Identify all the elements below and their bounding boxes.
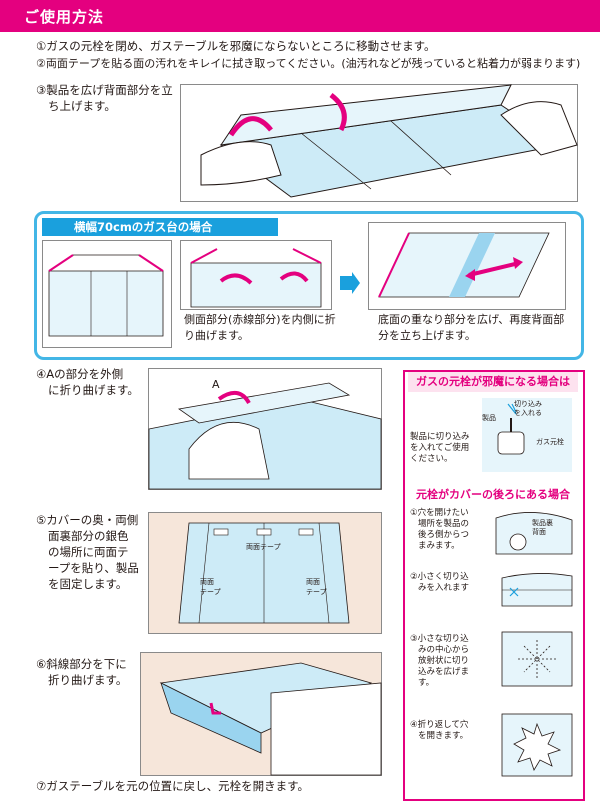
- side-note-1-line-1: 製品に切り込み: [410, 432, 470, 442]
- step-3-illustration: [180, 84, 578, 202]
- tip-4-drawing: [501, 713, 573, 777]
- step-5-text-2: 面裏部分の銀色: [48, 529, 129, 543]
- label-a: A: [212, 378, 220, 391]
- tip-1-line-2: 場所を製品の: [418, 519, 470, 529]
- blue-panel-3-drawing: [378, 232, 550, 298]
- blue-caption-1-line-1: 側面部分(赤線部分)を内側に折: [184, 313, 336, 326]
- blue-panel-2: [180, 240, 332, 310]
- step-4-text-1: ④Aの部分を外側: [36, 367, 124, 381]
- blue-panel-1-drawing: [48, 254, 164, 337]
- step-2-text: ②両面テープを貼る面の汚れをキレイに拭き取ってください。(油汚れなどが残っている…: [36, 57, 581, 70]
- tip-1-line-3: 後ろ側からつ: [418, 530, 470, 540]
- blue-caption-2-line-2: 分を立ち上げます。: [378, 329, 476, 342]
- tape-label-right-1: 両面: [306, 578, 320, 586]
- tip-2-line-1: ②小さく切り込: [410, 572, 469, 582]
- blue-caption-1-line-2: り曲げます。: [184, 329, 249, 342]
- tape-label-center: 両面テープ: [246, 543, 281, 551]
- step-4-text-2: に折り曲げます。: [48, 383, 139, 397]
- valve-label: ガス元栓: [536, 438, 564, 446]
- step-5-text-3: の場所に両面テ: [48, 545, 129, 559]
- tip-4-line-2: を開きます。: [418, 731, 469, 741]
- cut-label-1: 切り込み: [514, 400, 542, 408]
- tip-3-line-1: ③小さな切り込: [410, 634, 469, 644]
- step-5-text-1: ⑤カバーの奥・両側: [36, 513, 139, 527]
- tip-2-drawing: [501, 573, 573, 607]
- step-7-text: ⑦ガステーブルを元の位置に戻し、元栓を開きます。: [36, 779, 309, 793]
- step-5-illustration: [148, 512, 382, 634]
- step-3-text-1: ③製品を広げ背面部分を立: [36, 83, 173, 97]
- tape-label-left-2: テープ: [200, 588, 221, 596]
- tape-label-left-1: 両面: [200, 578, 214, 586]
- tip-3-line-4: 込みを広げま: [418, 667, 470, 677]
- blue-panel-1: [42, 240, 172, 348]
- tip-1-drawing: [495, 512, 573, 555]
- step-3-drawing: [200, 84, 578, 198]
- tip-1-label-2: 背面: [532, 528, 546, 536]
- side-title-2: 元栓がカバーの後ろにある場合: [416, 488, 570, 501]
- page-title: ご使用方法: [24, 8, 105, 26]
- tip-3-drawing: [501, 631, 573, 687]
- step-6-text-2: 折り曲げます。: [48, 673, 128, 687]
- tip-1-line-4: まみます。: [418, 541, 460, 551]
- step-3-text-2: ち上げます。: [48, 99, 116, 113]
- product-label: 製品: [482, 414, 496, 422]
- step-4-drawing: [148, 382, 382, 490]
- blue-panel-2-drawing: [190, 248, 322, 308]
- step-4-illustration: [148, 368, 382, 490]
- side-note-1-line-3: ください。: [410, 454, 453, 464]
- header-bar: [0, 0, 600, 32]
- side-title-1: ガスの元栓が邪魔になる場合は: [408, 372, 578, 392]
- tip-1-label-1: 製品裏: [532, 519, 553, 527]
- tip-3-line-5: す。: [418, 678, 435, 688]
- tape-label-right-2: テープ: [306, 588, 327, 596]
- width-70cm-title: 横幅70cmのガス台の場合: [42, 218, 278, 236]
- arrow-right-icon: [340, 272, 360, 294]
- valve-drawing: [497, 403, 525, 455]
- tip-1-line-1: ①穴を開けたい: [410, 508, 469, 518]
- valve-illustration: [482, 398, 572, 472]
- tip-3-line-2: みの中心から: [418, 645, 470, 655]
- side-note-1-line-2: を入れてご使用: [410, 443, 470, 453]
- cut-label-2: を入れる: [514, 409, 542, 417]
- blue-panel-3: [368, 222, 566, 310]
- tip-3-line-3: 放射状に切り: [418, 656, 470, 666]
- step-5-text-5: を固定します。: [48, 577, 128, 591]
- blue-caption-2-line-1: 底面の重なり部分を広げ、再度背面部: [378, 313, 565, 326]
- step-6-text-1: ⑥斜線部分を下に: [36, 657, 127, 671]
- step-6-illustration: [140, 652, 382, 776]
- tip-4-line-1: ④折り返して穴: [410, 720, 469, 730]
- step-6-drawing: [141, 653, 382, 776]
- step-5-drawing: [149, 513, 381, 633]
- step-1-text: ①ガスの元栓を閉め、ガステーブルを邪魔にならないところに移動させます。: [36, 39, 436, 53]
- step-5-text-4: ープを貼り、製品: [48, 561, 139, 575]
- tip-2-line-2: みを入れます: [418, 583, 470, 593]
